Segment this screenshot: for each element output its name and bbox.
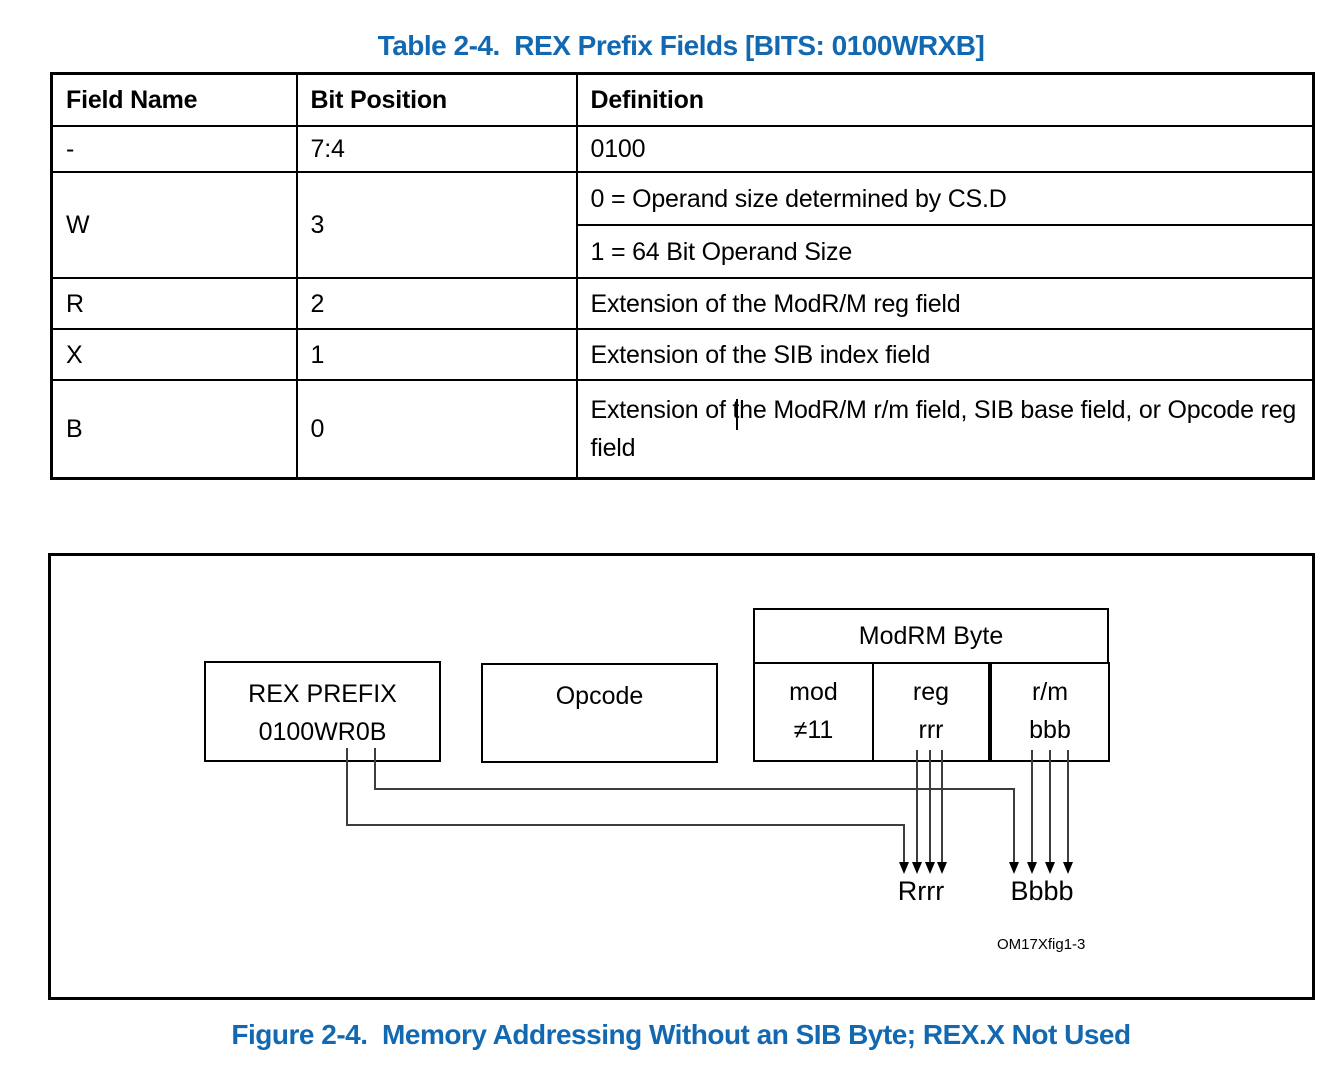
rex-b-connector-across	[374, 788, 1015, 790]
bbb-group-label: Bbbb	[1010, 876, 1074, 906]
rm-value: bbb	[1029, 716, 1071, 744]
reg-bit-line	[941, 750, 943, 864]
cell-bit-3: 3	[295, 171, 578, 279]
header-definition: Definition	[575, 72, 1315, 127]
figure-watermark: OM17Xfig1-3	[997, 936, 1086, 953]
modrm-byte-label: ModRM Byte	[858, 621, 1004, 650]
modrm-mod-cell: mod ≠11	[753, 662, 874, 762]
table-header-row: Field Name Bit Position Definition	[50, 72, 1315, 127]
cell-field-dash: -	[50, 125, 298, 173]
rex-r-connector-down	[346, 748, 348, 826]
rex-b-connector-tail	[1013, 788, 1015, 864]
arrowhead	[1045, 862, 1055, 874]
cell-field-x: X	[50, 328, 298, 381]
figure-2-4-diagram: REX PREFIX 0100WR0B Opcode ModRM Byte mo…	[48, 553, 1315, 1000]
rm-bit-line	[1049, 750, 1051, 864]
modrm-rm-cell: r/m bbb	[990, 662, 1110, 762]
text-cursor[interactable]	[736, 399, 738, 430]
table-row: 1 = 64 Bit Operand Size	[52, 224, 1315, 279]
rex-r-connector-across	[346, 824, 905, 826]
arrowhead	[899, 862, 909, 874]
cell-field-w: W	[50, 171, 298, 279]
mod-value: ≠11	[793, 716, 834, 744]
rex-r-connector-tail	[903, 824, 905, 864]
rm-label: r/m	[1031, 678, 1069, 706]
cell-field-b: B	[50, 379, 298, 480]
opcode-box: Opcode	[481, 663, 718, 763]
modrm-cells: mod ≠11 reg rrr r/m bbb	[753, 662, 1110, 762]
cell-def-w0: 0 = Operand size determined by CS.D	[575, 171, 1315, 226]
opcode-label: Opcode	[555, 682, 644, 710]
reg-label: reg	[912, 678, 950, 706]
cell-field-r: R	[50, 277, 298, 330]
cell-def-b: Extension of the ModR/M r/m field, SIB b…	[575, 379, 1315, 480]
reg-bit-line	[916, 750, 918, 864]
reg-value: rrr	[918, 716, 944, 744]
arrowhead	[925, 862, 935, 874]
table-row: W 3 0 = Operand size determined by CS.D	[50, 171, 1315, 279]
table-row: R 2 Extension of the ModR/M reg field	[50, 277, 1315, 330]
cell-def-w1: 1 = 64 Bit Operand Size	[575, 224, 1315, 279]
cell-def-x: Extension of the SIB index field	[575, 328, 1315, 381]
rrr-group-label: Rrrr	[897, 876, 945, 906]
mod-label: mod	[789, 678, 838, 706]
table-row: - 7:4 0100	[50, 125, 1315, 173]
rm-bit-line	[1031, 750, 1033, 864]
reg-bit-line	[929, 750, 931, 864]
cell-bit-0: 0	[295, 379, 578, 480]
table-title: Table 2-4. REX Prefix Fields [BITS: 0100…	[377, 30, 985, 61]
arrowhead	[1027, 862, 1037, 874]
cell-def-0100: 0100	[575, 125, 1315, 173]
figure-caption: Figure 2-4. Memory Addressing Without an…	[231, 1019, 1131, 1050]
cell-def-r: Extension of the ModR/M reg field	[575, 277, 1315, 330]
rm-bit-line	[1067, 750, 1069, 864]
table-row: B 0 Extension of the ModR/M r/m field, S…	[50, 379, 1315, 480]
arrowhead	[912, 862, 922, 874]
modrm-reg-cell: reg rrr	[872, 662, 990, 762]
rex-b-connector-down	[374, 748, 376, 790]
arrowhead	[1063, 862, 1073, 874]
arrowhead	[937, 862, 947, 874]
rex-prefix-fields-table: Field Name Bit Position Definition - 7:4…	[50, 72, 1315, 480]
arrowhead	[1009, 862, 1019, 874]
rex-prefix-box: REX PREFIX 0100WR0B	[204, 661, 441, 762]
cell-bit-1: 1	[295, 328, 578, 381]
header-field-name: Field Name	[50, 72, 298, 127]
header-bit-position: Bit Position	[295, 72, 578, 127]
rex-prefix-bits: 0100WR0B	[258, 718, 387, 746]
table-row: X 1 Extension of the SIB index field	[50, 328, 1315, 381]
modrm-byte-box: ModRM Byte	[753, 608, 1109, 664]
cell-bit-7-4: 7:4	[295, 125, 578, 173]
cell-bit-2: 2	[295, 277, 578, 330]
rex-prefix-label: REX PREFIX	[248, 680, 397, 708]
